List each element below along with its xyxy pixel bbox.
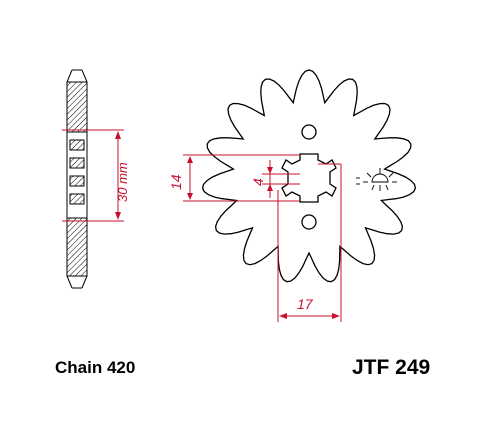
spline-notch	[69, 157, 85, 169]
side-profile-taper	[81, 69, 88, 83]
dim-arrow	[279, 313, 287, 319]
part-number: JTF 249	[352, 356, 430, 379]
side-profile-taper	[81, 275, 88, 289]
dim-arrow	[187, 156, 193, 163]
dim-arrow	[267, 184, 273, 191]
spline-notch	[69, 139, 85, 151]
dim-arrow	[115, 212, 121, 220]
side-profile-hatched-top	[66, 81, 88, 133]
side-profile-taper	[66, 69, 73, 83]
bolt-hole-bottom	[301, 214, 317, 230]
side-view: 30 mm	[62, 69, 130, 289]
chain-label: Chain 420	[55, 358, 135, 377]
side-profile-hatched-bottom	[66, 217, 88, 277]
keyway-label: 4	[250, 178, 266, 186]
spline-notch	[69, 193, 85, 205]
side-profile-taper	[66, 275, 73, 289]
offset-label: 17	[297, 296, 314, 312]
splined-bore	[281, 153, 337, 203]
lamp-symbol-icon	[356, 168, 397, 191]
front-view: 14 4 17	[168, 69, 417, 322]
dim-arrow	[267, 167, 273, 174]
dim-arrow	[187, 193, 193, 200]
dim-arrow	[115, 131, 121, 139]
hub-width-label: 14	[168, 174, 184, 190]
dim-arrow	[332, 313, 340, 319]
side-dimension-label: 30 mm	[115, 162, 130, 202]
bolt-hole-top	[301, 124, 317, 140]
spline-notch	[69, 175, 85, 187]
